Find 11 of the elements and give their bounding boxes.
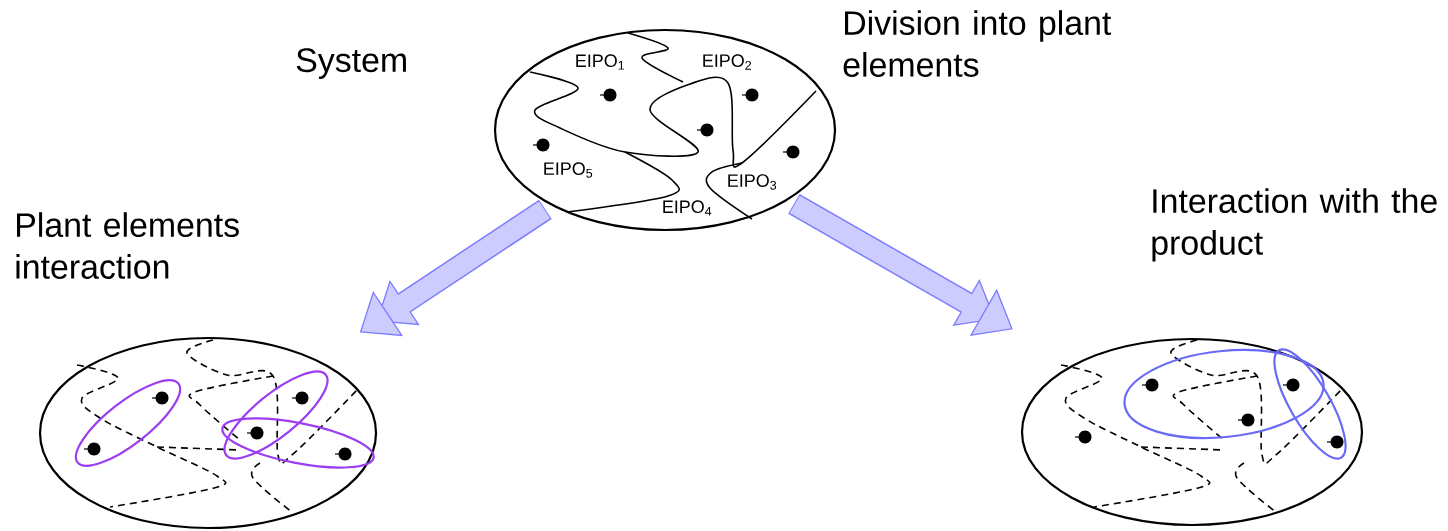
region-label: EIPO$_{4}$ — [663, 200, 712, 216]
caption-text: Plant elements interaction — [16, 212, 239, 279]
caption-text: System — [296, 48, 406, 79]
region-label: EIPO$_{5}$ — [544, 162, 593, 178]
region-label: EIPO$_{2}$ — [703, 54, 752, 70]
caption-text: Division into plant elements — [843, 10, 1112, 77]
block-arrow — [788, 193, 1013, 336]
region-label: EIPO$_{3}$ — [728, 174, 777, 190]
region-label: EIPO$_{1}$ — [576, 54, 625, 70]
block-arrow — [359, 199, 552, 337]
caption-text: Interaction with the product — [1152, 188, 1437, 262]
